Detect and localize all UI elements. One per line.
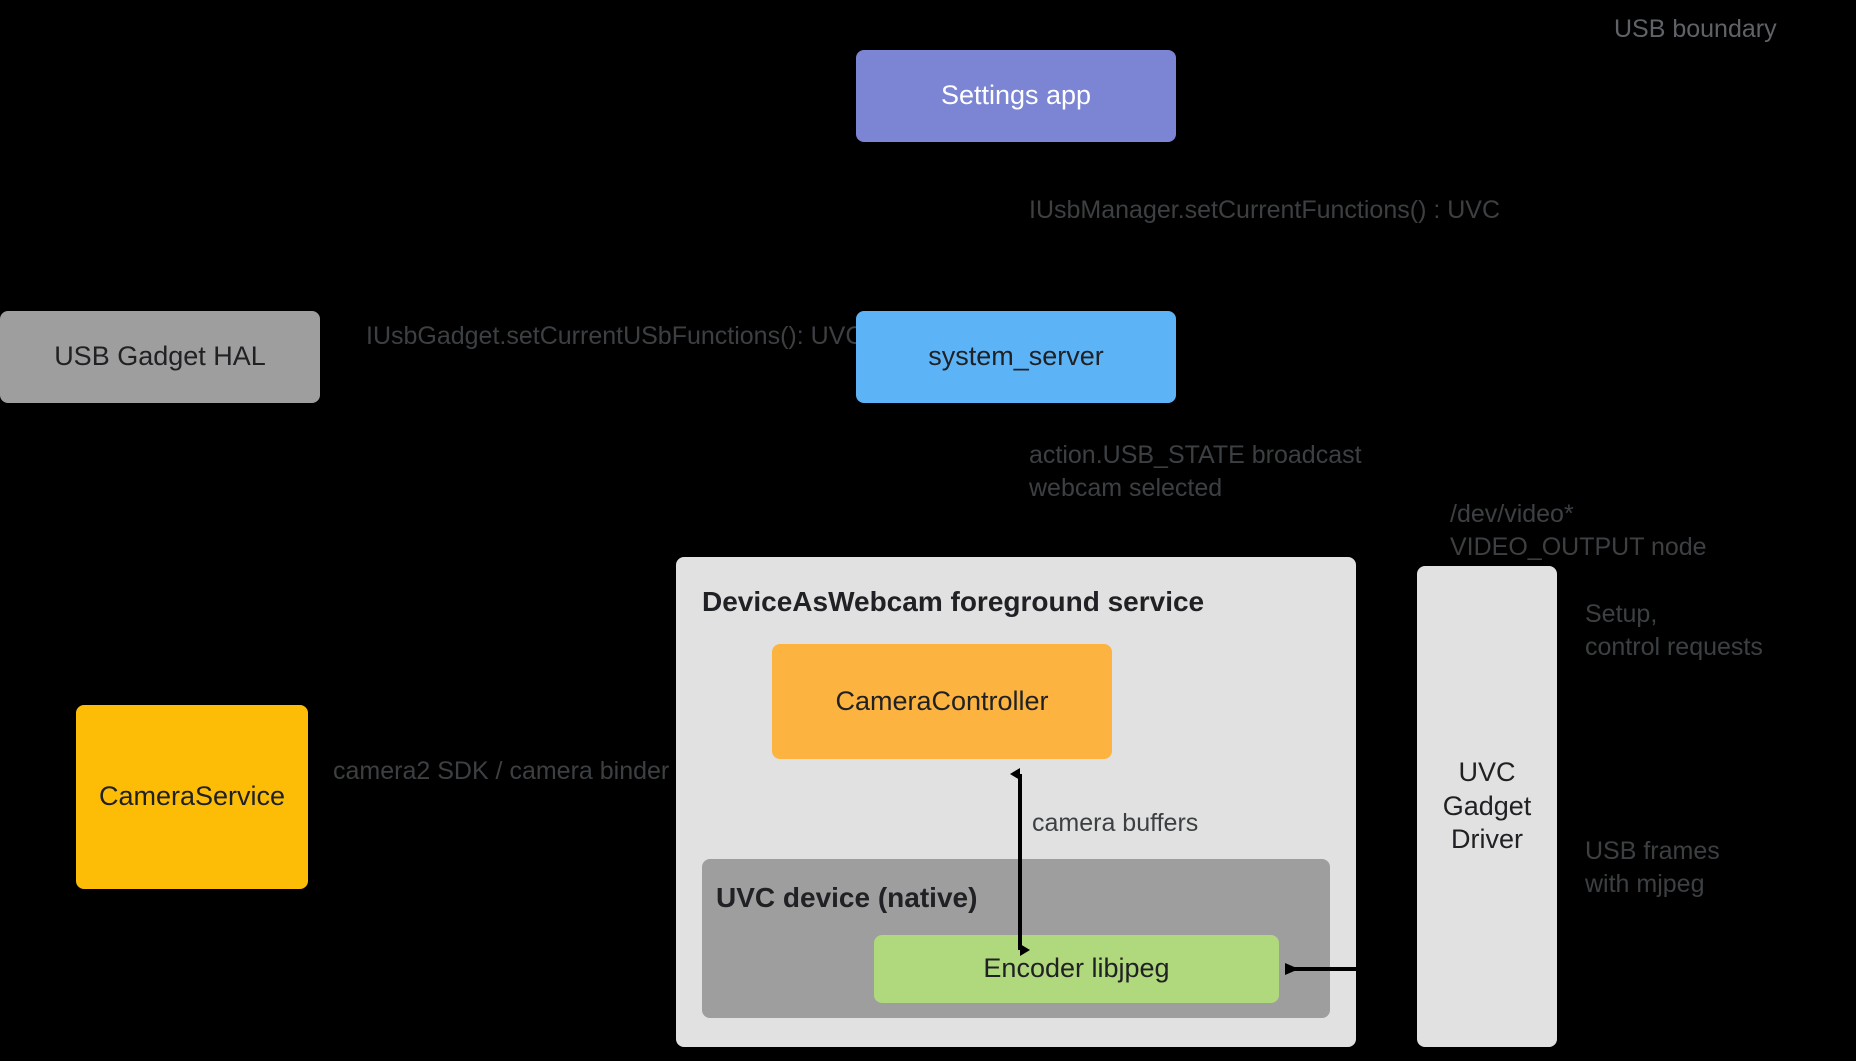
settings-app-box[interactable]: Settings app bbox=[856, 50, 1176, 142]
camera-service-box[interactable]: CameraService bbox=[76, 705, 308, 889]
usb-state-broadcast-label: action.USB_STATE broadcast webcam select… bbox=[1029, 441, 1362, 502]
usb-gadget-hal-box[interactable]: USB Gadget HAL bbox=[0, 311, 320, 403]
usb-frames-mjpeg-label: USB frames with mjpeg bbox=[1585, 837, 1720, 898]
camera2-sdk-label: camera2 SDK / camera binder bbox=[333, 757, 670, 785]
camera-buffers-arrow bbox=[1010, 768, 1030, 956]
setup-control-requests-label: Setup, control requests bbox=[1585, 600, 1763, 661]
usb-boundary-label: USB boundary bbox=[1614, 15, 1777, 43]
encoder-libjpeg-box[interactable]: Encoder libjpeg bbox=[874, 935, 1279, 1003]
deviceaswebcam-service-title: DeviceAsWebcam foreground service bbox=[702, 586, 1205, 617]
dev-video-node-label: /dev/video* VIDEO_OUTPUT node bbox=[1450, 500, 1707, 561]
camera-buffers-label: camera buffers bbox=[1032, 809, 1199, 837]
usb-frames-arrow bbox=[1285, 963, 1417, 975]
camera-controller-box[interactable]: CameraController bbox=[772, 644, 1112, 759]
uvc-device-native-title: UVC device (native) bbox=[716, 882, 978, 913]
iusbgadget-call-label: IUsbGadget.setCurrentUSbFunctions(): UVC bbox=[366, 322, 864, 350]
iusbmanager-call-label: IUsbManager.setCurrentFunctions() : UVC bbox=[1029, 196, 1501, 224]
system-server-box[interactable]: system_server bbox=[856, 311, 1176, 403]
uvc-gadget-driver-box[interactable]: UVC Gadget Driver bbox=[1417, 566, 1557, 1047]
